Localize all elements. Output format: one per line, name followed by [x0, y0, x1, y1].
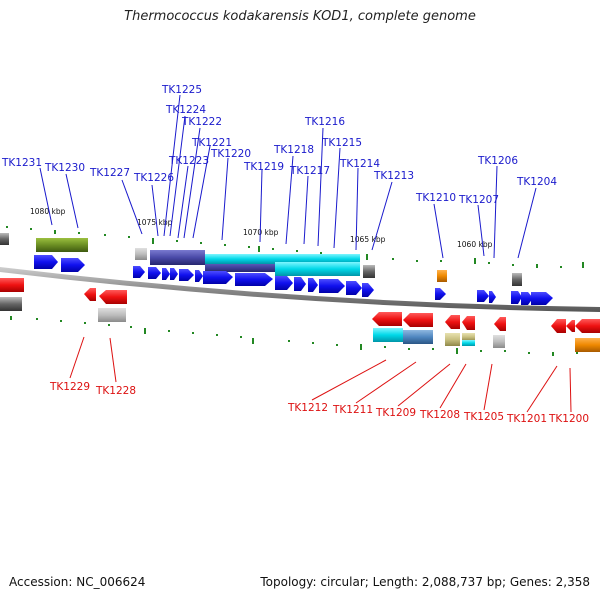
reverse-gene-arrow — [445, 315, 460, 329]
gene-label-tk1226: TK1226 — [133, 172, 174, 184]
forward-gene-arrow — [203, 271, 233, 284]
gene-label-tk1229: TK1229 — [49, 381, 90, 393]
steel-blue-feature — [403, 330, 433, 344]
cyan-operon-bar — [205, 254, 360, 264]
gene-label-tk1205: TK1205 — [463, 411, 504, 423]
reverse-gene-arrow — [575, 319, 600, 333]
gene-label-tk1214: TK1214 — [339, 158, 380, 170]
khaki-feature — [462, 333, 475, 341]
forward-gene-arrow — [435, 288, 446, 300]
reverse-gene-arrow — [494, 317, 506, 331]
forward-gene-arrow — [511, 291, 522, 304]
gene-label-tk1228: TK1228 — [95, 385, 136, 397]
gene-label-tk1231: TK1231 — [1, 157, 42, 169]
gene-label-tk1217: TK1217 — [289, 165, 330, 177]
minor-ticks-upper — [6, 226, 584, 268]
forward-gene-arrow — [294, 277, 306, 291]
accession-text: Accession: NC_006624 — [9, 575, 146, 589]
topology-text: Topology: circular; Length: 2,088,737 bp… — [260, 575, 590, 589]
gene-label-tk1213: TK1213 — [373, 170, 414, 182]
minor-ticks-lower — [10, 316, 578, 356]
forward-gene-arrow — [162, 268, 170, 280]
gray-feature — [0, 297, 22, 311]
gene-label-tk1208: TK1208 — [419, 409, 460, 421]
forward-gene-arrow — [179, 269, 194, 281]
scale-label-1070: 1070 kbp — [243, 228, 279, 237]
gene-label-tk1215: TK1215 — [321, 137, 362, 149]
gene-label-tk1216: TK1216 — [304, 116, 345, 128]
orange-rna-feature — [437, 270, 447, 282]
reverse-genes — [0, 278, 600, 333]
forward-gene-arrow — [362, 283, 374, 297]
scale-label-1060: 1060 kbp — [457, 240, 493, 249]
scale-label-1075: 1075 kbp — [137, 218, 173, 227]
gene-label-tk1209: TK1209 — [375, 407, 416, 419]
reverse-gene-arrow — [99, 290, 127, 304]
forward-gene-arrow — [61, 258, 85, 272]
reverse-gene-arrow — [84, 288, 96, 301]
forward-gene-arrow — [133, 266, 145, 278]
gene-label-tk1223: TK1223 — [168, 155, 209, 167]
forward-gene-arrow — [148, 267, 161, 279]
gene-label-tk1222: TK1222 — [181, 116, 222, 128]
gene-label-tk1218: TK1218 — [273, 144, 314, 156]
reverse-gene-arrow — [403, 313, 433, 327]
gene-label-tk1227: TK1227 — [89, 167, 130, 179]
forward-gene-arrow — [521, 292, 533, 305]
cyan-operon-bar-lower — [275, 262, 360, 276]
gray-feature — [363, 265, 375, 278]
forward-gene-arrow — [235, 273, 273, 286]
top-leader-lines — [39, 94, 537, 259]
gene-label-tk1201: TK1201 — [506, 413, 547, 425]
gene-label-tk1221: TK1221 — [191, 137, 232, 149]
scale-label-1065: 1065 kbp — [350, 235, 386, 244]
forward-gene-arrow — [308, 278, 318, 292]
gene-label-tk1224: TK1224 — [165, 104, 206, 116]
reverse-gene-arrow — [372, 312, 402, 326]
forward-gene-arrow — [34, 255, 58, 269]
forward-gene-arrow — [195, 270, 203, 282]
gene-label-tk1230: TK1230 — [44, 162, 85, 174]
reverse-gene-arrow — [0, 278, 24, 292]
gene-label-tk1206: TK1206 — [477, 155, 518, 167]
khaki-feature — [445, 333, 460, 346]
gene-label-tk1225: TK1225 — [161, 84, 202, 96]
reverse-gene-arrow — [551, 319, 566, 333]
orange-rna-feature — [575, 338, 600, 352]
genome-backbone — [0, 267, 600, 312]
bottom-leader-lines — [69, 336, 572, 413]
light-gray-feature — [135, 248, 147, 260]
forward-gene-arrow — [346, 281, 362, 295]
light-gray-feature — [493, 335, 505, 348]
gene-label-tk1207: TK1207 — [458, 194, 499, 206]
gene-label-tk1211: TK1211 — [332, 404, 373, 416]
forward-gene-arrow — [275, 276, 293, 290]
cyan-small-feature — [462, 340, 475, 346]
olive-operon-bar — [36, 238, 88, 252]
gray-feature — [512, 273, 522, 286]
scale-label-1080: 1080 kbp — [30, 207, 66, 216]
forward-gene-arrow — [170, 268, 178, 280]
cyan-operon-bar — [373, 328, 403, 342]
forward-gene-arrow — [489, 291, 496, 303]
gene-label-tk1220: TK1220 — [210, 148, 251, 160]
genome-title: Thermococcus kodakarensis KOD1, complete… — [124, 9, 476, 24]
gene-label-tk1210: TK1210 — [415, 192, 456, 204]
forward-gene-arrow — [477, 290, 489, 302]
gray-feature — [0, 233, 9, 245]
light-gray-feature — [98, 308, 126, 322]
gene-label-tk1219: TK1219 — [243, 161, 284, 173]
forward-gene-arrow — [531, 292, 553, 305]
purple-operon-bar — [150, 250, 205, 265]
gene-label-tk1200: TK1200 — [548, 413, 589, 425]
reverse-gene-arrow — [566, 320, 575, 332]
reverse-gene-arrow — [462, 316, 475, 330]
forward-genes — [34, 255, 553, 305]
gene-label-tk1212: TK1212 — [287, 402, 328, 414]
forward-gene-arrow — [319, 279, 345, 293]
gene-label-tk1204: TK1204 — [516, 176, 557, 188]
